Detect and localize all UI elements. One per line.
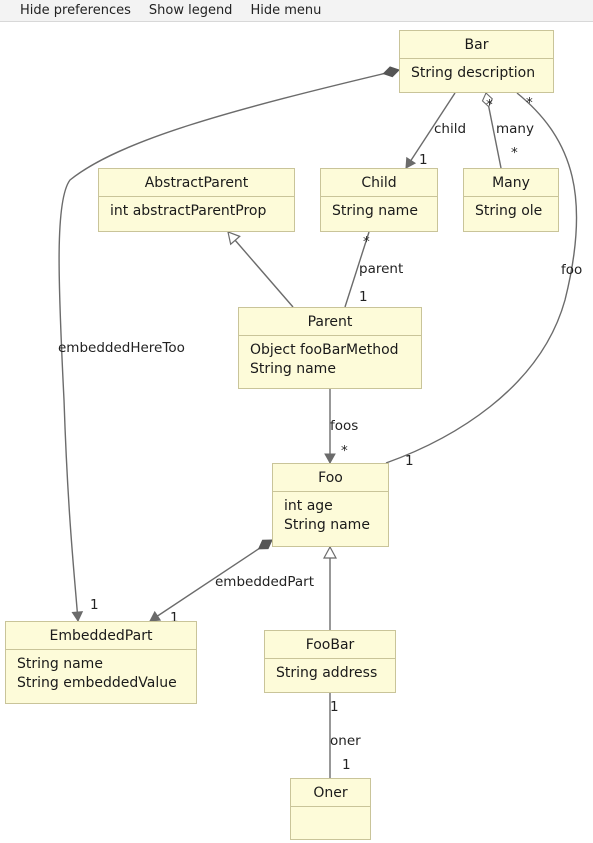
mult-parent-target: 1: [359, 289, 368, 305]
class-foo-bar[interactable]: FooBar String address: [264, 630, 396, 693]
attribute: int abstractParentProp: [110, 203, 267, 219]
role-embeddedpart-label: embeddedPart: [215, 574, 314, 590]
mult-foos-target: *: [341, 443, 348, 459]
class-name: AbstractParent: [99, 169, 294, 197]
attribute: String name: [284, 517, 370, 533]
mult-oner-target: 1: [342, 757, 351, 773]
class-name: Oner: [291, 779, 370, 807]
attribute: Object fooBarMethod: [250, 342, 399, 358]
role-parent-label: parent: [359, 261, 403, 277]
attribute: String embeddedValue: [17, 675, 177, 691]
mult-embeddedheretoo-target: 1: [90, 597, 99, 613]
class-name: FooBar: [265, 631, 395, 659]
edge-bar-child: [405, 92, 456, 169]
attribute: String name: [250, 361, 336, 377]
class-name: Foo: [273, 464, 388, 492]
role-oner-label: oner: [330, 733, 361, 749]
class-name: EmbeddedPart: [6, 622, 196, 650]
mult-oner-source: 1: [330, 699, 339, 715]
class-name: Bar: [400, 31, 553, 59]
mult-embeddedpart-target: 1: [170, 610, 179, 626]
edge-bar-foo: [385, 92, 578, 464]
show-legend-link[interactable]: Show legend: [148, 3, 233, 18]
edge-foo-embedded: [149, 539, 273, 622]
role-embeddedheretoo-label: embeddedHereToo: [58, 340, 185, 356]
menu-bar: Hide preferences Show legend Hide menu: [0, 0, 593, 22]
mult-many-source: *: [486, 97, 493, 113]
attribute: String address: [276, 665, 378, 681]
hide-menu-link[interactable]: Hide menu: [250, 3, 322, 18]
attribute: String name: [332, 203, 418, 219]
attribute-list: String name: [321, 197, 437, 227]
class-name: Child: [321, 169, 437, 197]
attribute-list: String ole: [464, 197, 558, 227]
class-name: Many: [464, 169, 558, 197]
mult-child-target: 1: [419, 152, 428, 168]
role-many-label: many: [496, 121, 534, 137]
class-parent[interactable]: Parent Object fooBarMethod String name: [238, 307, 422, 389]
mult-many-target: *: [511, 145, 518, 161]
mult-parent-source: *: [363, 234, 370, 250]
edge-parent-abstractparent: [228, 232, 294, 308]
attribute: String description: [411, 65, 536, 81]
class-child[interactable]: Child String name: [320, 168, 438, 232]
edge-bar-many: [481, 92, 502, 169]
attribute-list: [291, 807, 370, 818]
attribute: int age: [284, 498, 333, 514]
mult-foo-target: 1: [405, 453, 414, 469]
edge-bar-embedded: [58, 66, 400, 623]
attribute-list: int age String name: [273, 492, 388, 541]
attribute-list: String description: [400, 59, 553, 89]
role-foos-label: foos: [330, 418, 358, 434]
role-foo-label: foo: [561, 262, 582, 278]
attribute-list: String name String embeddedValue: [6, 650, 196, 699]
class-embedded-part[interactable]: EmbeddedPart String name String embedded…: [5, 621, 197, 704]
class-bar[interactable]: Bar String description: [399, 30, 554, 93]
role-child-label: child: [434, 121, 466, 137]
class-abstract-parent[interactable]: AbstractParent int abstractParentProp: [98, 168, 295, 232]
class-many[interactable]: Many String ole: [463, 168, 559, 232]
class-foo[interactable]: Foo int age String name: [272, 463, 389, 547]
attribute: String ole: [475, 203, 543, 219]
mult-foo-source: *: [526, 95, 533, 111]
attribute: String name: [17, 656, 103, 672]
attribute-list: String address: [265, 659, 395, 689]
attribute-list: int abstractParentProp: [99, 197, 294, 227]
class-name: Parent: [239, 308, 421, 336]
hide-preferences-link[interactable]: Hide preferences: [20, 3, 131, 18]
class-oner[interactable]: Oner: [290, 778, 371, 840]
edge-child-parent: [344, 231, 370, 308]
attribute-list: Object fooBarMethod String name: [239, 336, 421, 385]
